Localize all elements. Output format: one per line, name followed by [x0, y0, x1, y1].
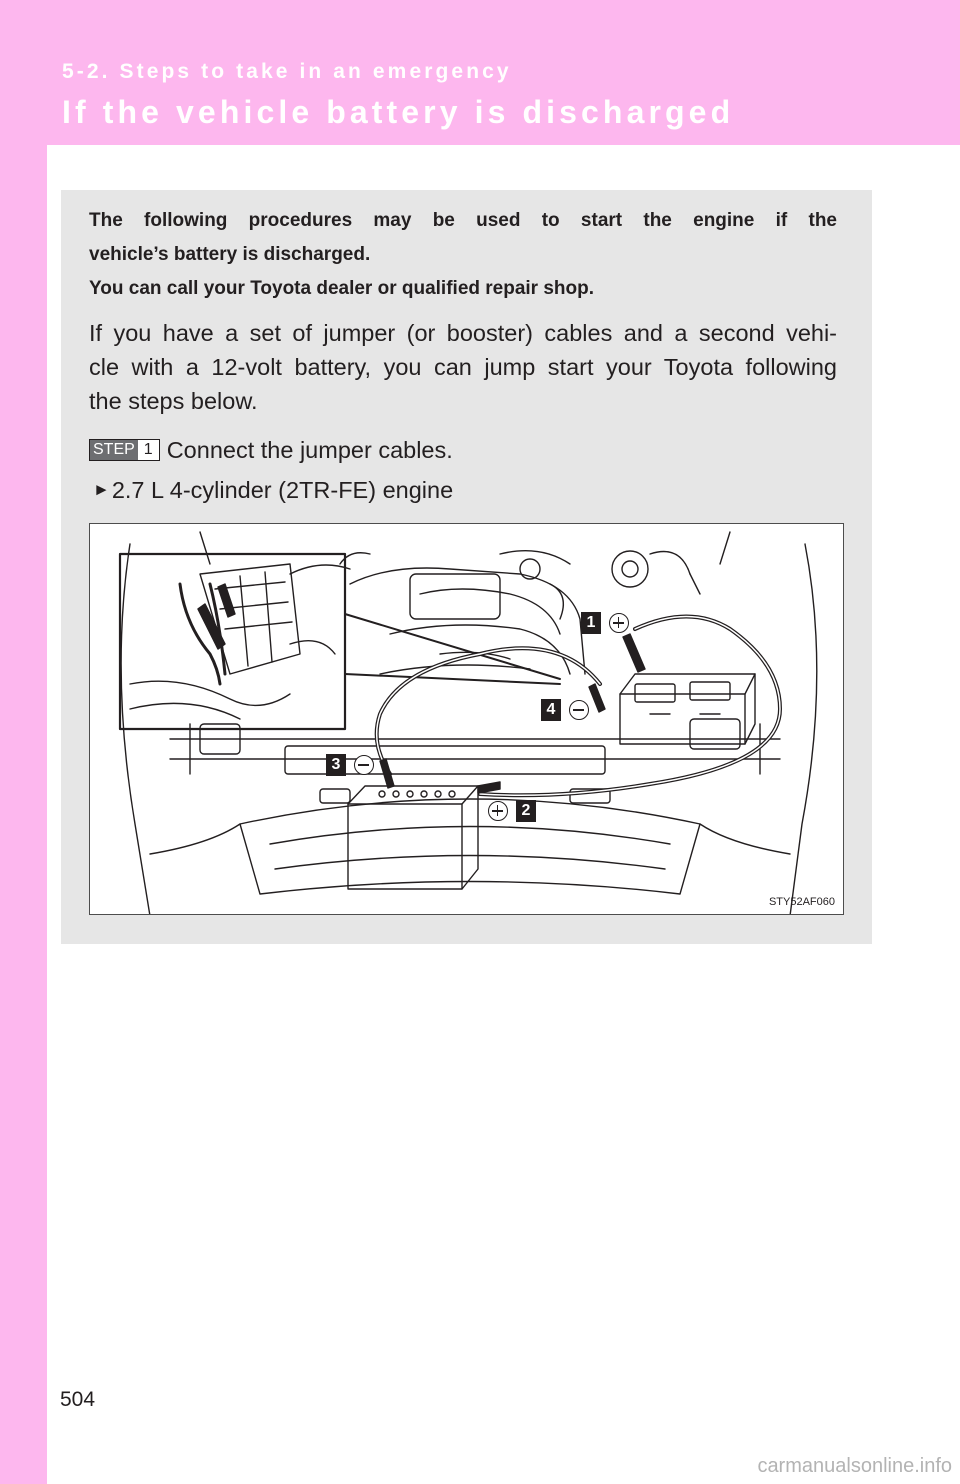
step-text: Connect the jumper cables.: [166, 436, 453, 463]
engine-bay-drawing: [118, 531, 818, 914]
step-badge-number: 1: [137, 440, 159, 460]
figure-code: STY52AF060: [768, 896, 835, 908]
positive-terminal-icon: [488, 801, 508, 821]
callout-3: 3: [326, 754, 346, 776]
jump-start-illustration: 1 4 3 2 STY52AF060: [89, 523, 844, 915]
step-badge: STEP 1: [89, 439, 160, 461]
intro-text: The following procedures may be used to …: [89, 204, 837, 306]
positive-terminal-icon: [609, 613, 629, 633]
callout-1: 1: [581, 612, 601, 634]
step-1: STEP 1 Connect the jumper cables.: [89, 433, 453, 467]
section-label: 5-2. Steps to take in an emergency: [62, 60, 512, 83]
engine-variant: ► 2.7 L 4-cylinder (2TR-FE) engine: [93, 473, 453, 507]
step-badge-word: STEP: [90, 440, 138, 460]
body-line-2: cle with a 12-volt battery, you can jump…: [89, 354, 837, 380]
intro-line-2: vehicle’s battery is discharged.: [89, 244, 371, 265]
intro-line-1: The following procedures may be used to …: [89, 210, 837, 231]
negative-terminal-icon: [354, 755, 374, 775]
side-band: [0, 145, 47, 1484]
watermark: carmanualsonline.info: [757, 1455, 952, 1477]
negative-terminal-icon: [569, 700, 589, 720]
intro-line-3: You can call your Toyota dealer or quali…: [89, 278, 595, 299]
body-line-1: If you have a set of jumper (or booster)…: [89, 320, 837, 346]
body-line-3: the steps below.: [89, 388, 258, 414]
page-title: If the vehicle battery is discharged: [62, 94, 735, 130]
page-header: [0, 0, 960, 145]
engine-variant-text: 2.7 L 4-cylinder (2TR-FE) engine: [111, 476, 454, 503]
body-paragraph: If you have a set of jumper (or booster)…: [89, 316, 837, 418]
triangle-arrow-icon: ►: [93, 480, 110, 499]
callout-4: 4: [541, 699, 561, 721]
page-number: 504: [60, 1388, 96, 1411]
callout-2: 2: [516, 800, 536, 822]
